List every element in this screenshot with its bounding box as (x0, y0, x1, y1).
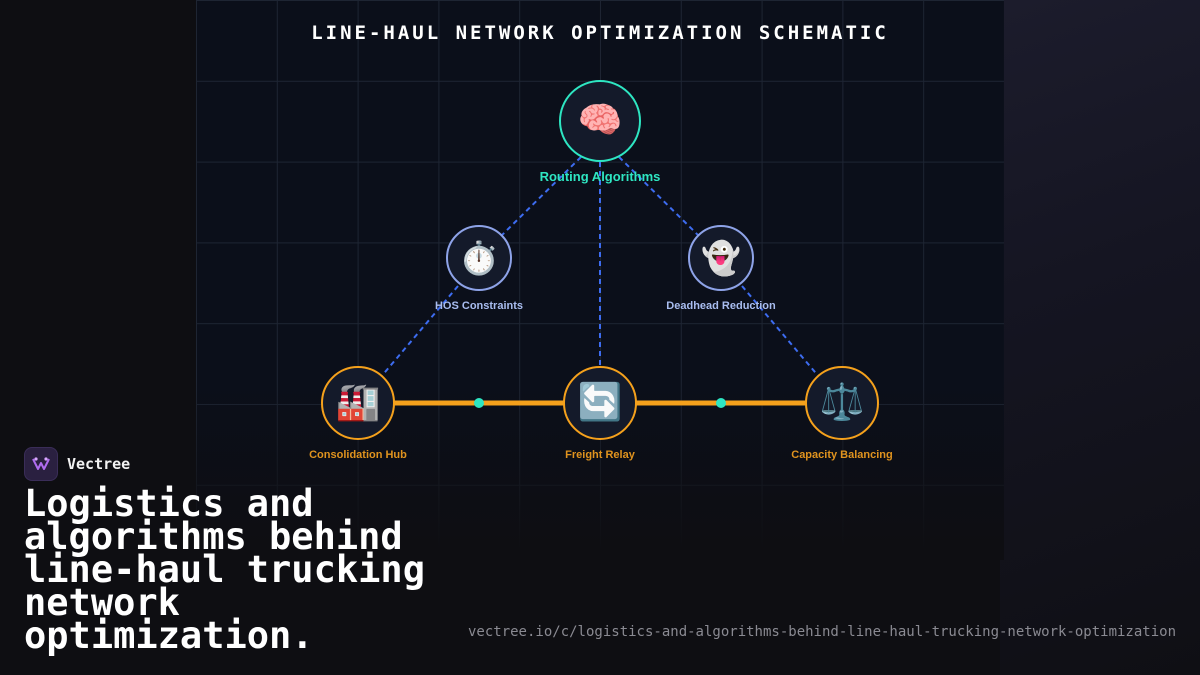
node-routing-algorithms: 🧠 (559, 80, 641, 162)
connector-hos-hub (379, 285, 459, 379)
brand-name: Vectree (67, 455, 131, 473)
label-routing-algorithms: Routing Algorithms (539, 169, 661, 184)
node-deadhead-reduction: 👻 (688, 225, 754, 291)
flow-dot-left (474, 398, 484, 408)
vectree-logo-icon (24, 447, 58, 481)
label-consolidation-hub: Consolidation Hub (309, 449, 407, 461)
connector-deadhead-balancing (741, 285, 821, 379)
background-glow (1000, 0, 1200, 675)
scales-icon: ⚖️ (819, 382, 865, 423)
stopwatch-icon: ⏱️ (459, 239, 499, 277)
label-hos-constraints: HOS Constraints (434, 300, 523, 312)
node-hos-constraints: ⏱️ (446, 225, 512, 291)
cycle-arrows-icon: 🔄 (577, 382, 623, 423)
diagram-title: LINE-HAUL NETWORK OPTIMIZATION SCHEMATIC (311, 22, 889, 44)
node-capacity-balancing: ⚖️ (805, 366, 879, 440)
factory-icon: 🏭 (335, 382, 381, 423)
connector-routing-hos (497, 156, 582, 240)
article-url[interactable]: vectree.io/c/logistics-and-algorithms-be… (467, 624, 1176, 640)
brain-icon: 🧠 (577, 100, 623, 141)
connector-routing-deadhead (618, 156, 703, 240)
label-capacity-balancing: Capacity Balancing (791, 449, 893, 461)
brand[interactable]: Vectree (24, 447, 130, 481)
node-freight-relay: 🔄 (563, 366, 637, 440)
node-consolidation-hub: 🏭 (321, 366, 395, 440)
flow-dot-right (716, 398, 726, 408)
label-freight-relay: Freight Relay (565, 449, 635, 461)
ghost-icon: 👻 (701, 239, 741, 277)
label-deadhead-reduction: Deadhead Reduction (666, 300, 776, 312)
article-headline: Logistics and algorithms behind line-hau… (24, 482, 425, 657)
